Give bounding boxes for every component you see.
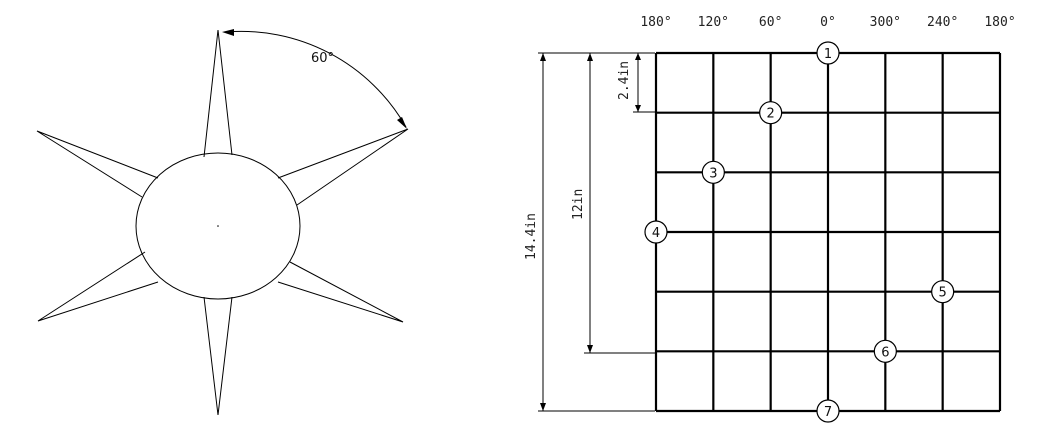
angle-arc — [224, 30, 407, 128]
star-figure: 60° — [36, 29, 409, 416]
grid-marker-label: 1 — [824, 47, 832, 62]
grid-marker: 4 — [644, 220, 668, 244]
dimension-spacing-arrow-bottom — [635, 105, 641, 112]
grid-marker-circle — [759, 101, 783, 125]
dimension-inner-arrow-top — [587, 53, 593, 61]
grid-marker: 7 — [816, 399, 840, 423]
grid-marker-label: 2 — [767, 107, 775, 122]
grid-marker-circle — [873, 339, 897, 363]
grid-marker-label: 6 — [881, 345, 889, 360]
angle-arrow-left — [222, 29, 234, 36]
grid-markers: 1 2 3 4 5 6 7 — [644, 41, 955, 423]
dimension-overall-arrow-bottom — [540, 403, 546, 411]
grid-column-label: 0° — [820, 15, 836, 30]
grid-figure — [654, 51, 1002, 413]
grid-marker: 1 — [816, 41, 840, 65]
grid-marker: 5 — [931, 280, 955, 304]
dimension-spacing-arrow-top — [635, 53, 641, 60]
grid-column-label: 60° — [759, 15, 782, 30]
dimension-overall-label: 14.4in — [524, 213, 539, 260]
star-spike-bottom-right — [277, 261, 404, 323]
star-spike-top-right — [277, 128, 409, 206]
grid-column-label: 180° — [984, 15, 1015, 30]
grid-marker: 3 — [701, 160, 725, 184]
star-spike-bottom-left — [37, 251, 159, 322]
dimension-overall: 14.4in — [524, 52, 655, 412]
grid-marker-circle — [701, 160, 725, 184]
grid-marker: 2 — [759, 101, 783, 125]
grid-marker-label: 4 — [652, 226, 660, 241]
dimension-inner-arrow-bottom — [587, 345, 593, 353]
grid-marker-label: 3 — [709, 166, 717, 181]
grid-marker: 6 — [873, 339, 897, 363]
dimension-spacing-label: 2.4in — [617, 61, 632, 100]
star-spike-top — [203, 29, 233, 158]
grid-column-label: 240° — [927, 15, 958, 30]
grid-marker-label: 7 — [824, 405, 832, 420]
grid-marker-label: 5 — [939, 286, 947, 301]
grid-marker-circle — [931, 280, 955, 304]
grid-marker-circle — [816, 399, 840, 423]
dimension-inner-label: 12in — [571, 189, 586, 220]
dimension-inner: 12in — [571, 52, 655, 354]
star-body-circle — [135, 152, 301, 300]
grid-column-label: 180° — [640, 15, 671, 30]
grid-column-label: 120° — [698, 15, 729, 30]
grid-column-labels: 180° 120° 60° 0° 300° 240° 180° — [640, 15, 1015, 30]
star-spike-top-left — [36, 130, 159, 198]
angle-arrow-right — [397, 117, 407, 129]
star-spike-bottom — [203, 296, 233, 416]
grid-marker-circle — [816, 41, 840, 65]
grid-marker-circle — [644, 220, 668, 244]
dimension-overall-arrow-top — [540, 53, 546, 61]
star-center-point — [217, 225, 219, 227]
grid-column-label: 300° — [870, 15, 901, 30]
angle-label: 60° — [311, 51, 334, 66]
dimension-spacing: 2.4in — [617, 52, 655, 113]
